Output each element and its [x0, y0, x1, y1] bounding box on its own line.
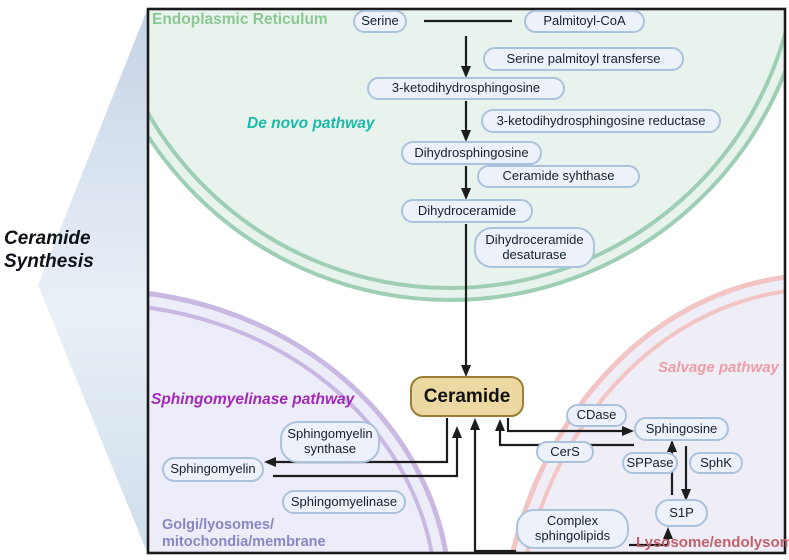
- node-s1p: S1P: [655, 499, 708, 527]
- arrow-sphingomyelin-to-ceramide: [273, 426, 462, 478]
- lysosome-location-label: Lysosome/endolysome: [636, 534, 789, 551]
- diagram-border: [146, 7, 787, 555]
- node-sphk: SphK: [689, 452, 743, 474]
- node-3-ketodihydrosphingosine-reductase: 3-ketodihydrosphingosine reductase: [481, 109, 721, 133]
- arrow-ceramide-to-sphingosine: [506, 418, 634, 436]
- node-ceramide: Ceramide: [410, 376, 524, 417]
- arrow-complex-to-s1p: [629, 527, 673, 547]
- node-dihydroceramide-desaturase: Dihydroceramide desaturase: [474, 227, 595, 268]
- node-dihydroceramide: Dihydroceramide: [401, 199, 533, 223]
- node-ceramide-synthase: Ceramide syhthase: [477, 165, 640, 188]
- node-sppase: SPPase: [622, 452, 678, 474]
- node-serine: Serine: [353, 10, 407, 33]
- node-cdase: CDase: [566, 404, 627, 427]
- node-complex-sphingolipids: Complex sphingolipids: [516, 509, 629, 549]
- figure-title: Ceramide Synthesis: [4, 228, 94, 273]
- node-dihydrosphingosine: Dihydrosphingosine: [401, 141, 542, 165]
- node-sphingosine: Sphingosine: [634, 417, 729, 441]
- node-sphingomyelinase: Sphingomyelinase: [282, 490, 406, 514]
- node-serine-palmitoyl-transferase: Serine palmitoyl transferse: [483, 47, 684, 71]
- node-3-ketodihydrosphingosine: 3-ketodihydrosphingosine: [367, 77, 565, 100]
- node-sphingomyelin-synthase: Sphingomyelin synthase: [280, 421, 380, 463]
- lysosome-membrane: [510, 275, 784, 552]
- node-palmitoyl-coa: Palmitoyl-CoA: [524, 10, 645, 33]
- salvage-pathway-label: Salvage pathway: [658, 359, 779, 376]
- arrow-complex-to-ceramide: [470, 418, 516, 553]
- golgi-location-label: Golgi/lyosomes/ mitochondia/membrane: [162, 517, 326, 550]
- sphingomyelinase-pathway-label: Sphingomyelinase pathway: [151, 391, 355, 408]
- blue-wedge-backdrop: [38, 10, 147, 552]
- node-sphingomyelin: Sphingomyelin: [162, 457, 264, 482]
- de-novo-pathway-label: De novo pathway: [247, 115, 375, 132]
- endoplasmic-reticulum-label: Endoplasmic Reticulum: [152, 11, 328, 28]
- node-cers: CerS: [536, 441, 594, 463]
